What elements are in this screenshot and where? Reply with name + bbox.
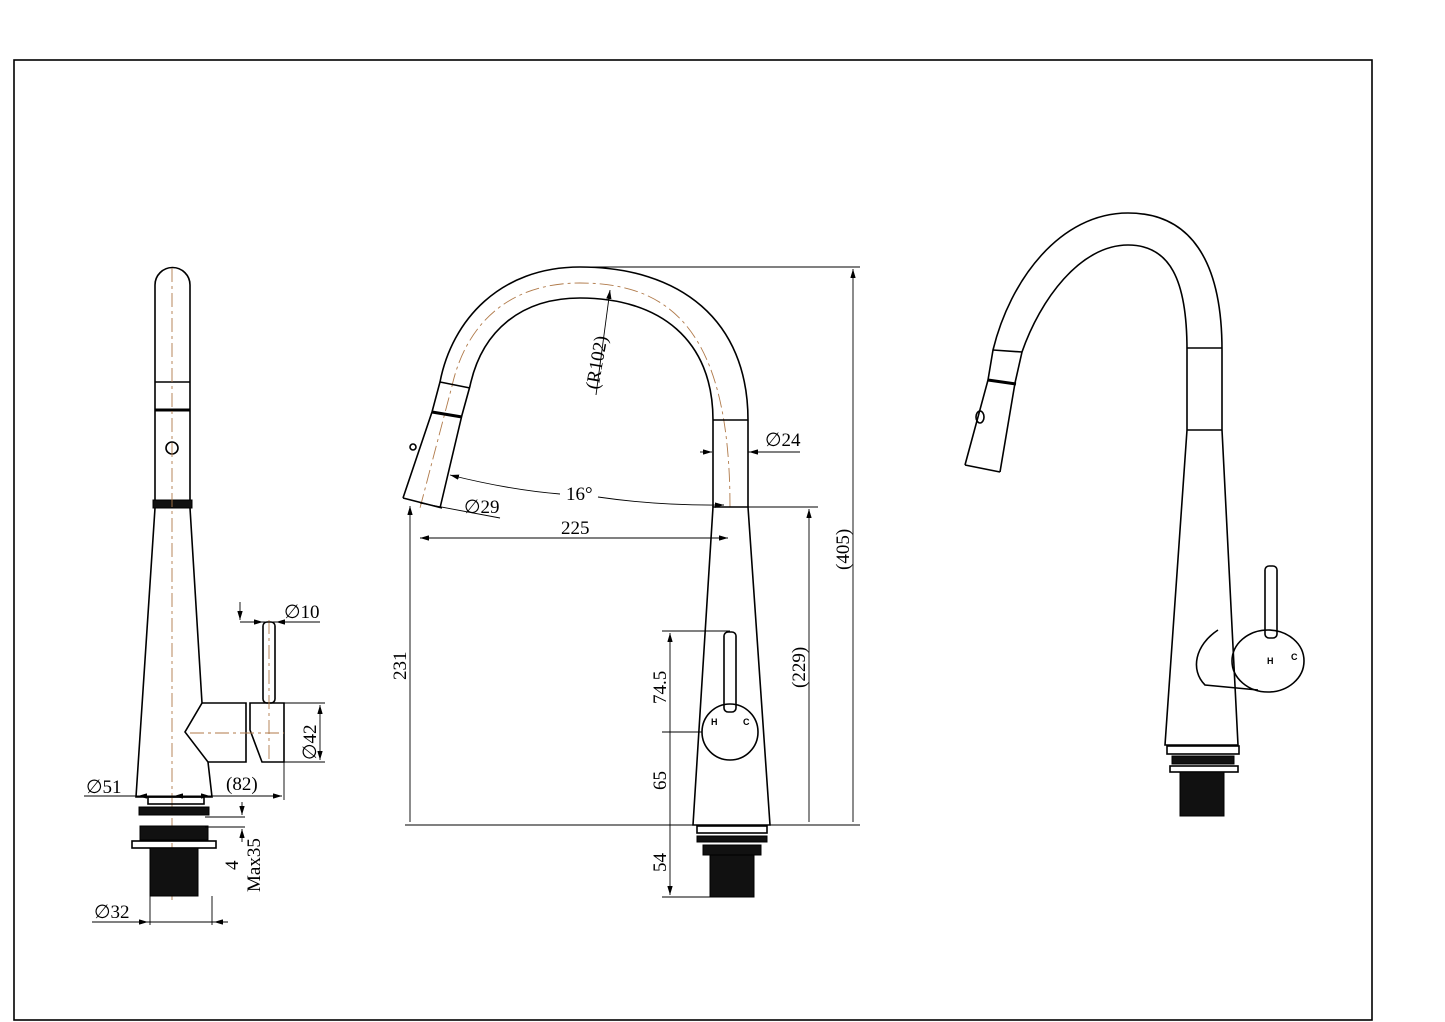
drawing-border — [13, 59, 1373, 1021]
perspective-handle — [1231, 629, 1305, 693]
max-deck-label: Max35 — [244, 838, 265, 892]
lever-diameter-label: ∅10 — [284, 602, 320, 623]
spout-diameter-label: ∅24 — [765, 430, 801, 451]
perspective-lever — [1264, 565, 1278, 639]
total-height-label: (405) — [833, 529, 854, 570]
spray-head-diameter-label: ∅29 — [464, 497, 500, 518]
side-body — [135, 507, 213, 798]
handle-diameter-label: ∅42 — [300, 724, 321, 760]
washer-thickness-label: 4 — [222, 860, 243, 870]
spout-radius-label: (R102) — [582, 334, 612, 391]
side-spout — [154, 266, 191, 505]
perspective-spout-outer — [964, 212, 1223, 466]
front-view: H C (R102) ∅24 16° ∅29 225 (405) (229) 2… — [390, 266, 860, 898]
lever-height-label: 74.5 — [650, 671, 671, 704]
front-hot-label: H — [711, 717, 718, 727]
side-view: ∅10 ∅42 (82) ∅51 4 Max35 ∅32 — [84, 266, 325, 925]
shank-length-label: 54 — [650, 853, 671, 873]
perspective-view: H C — [964, 212, 1305, 817]
nozzle-face — [152, 499, 193, 509]
handle-reach-label: (82) — [226, 774, 258, 795]
front-body — [692, 506, 771, 826]
swivel-angle-label: 16° — [566, 484, 593, 505]
perspective-cold-label: C — [1291, 652, 1298, 662]
body-height-label: (229) — [789, 647, 810, 688]
front-cold-label: C — [743, 717, 750, 727]
outlet-height-label: 231 — [390, 652, 411, 681]
perspective-spout-inner — [999, 244, 1188, 473]
front-spout-outer — [402, 266, 749, 507]
reach-label: 225 — [561, 518, 590, 539]
perspective-hot-label: H — [1267, 656, 1274, 666]
shank-diameter-label: ∅32 — [94, 902, 130, 923]
front-spout-inner — [439, 297, 714, 509]
handle-center-height-label: 65 — [650, 771, 671, 790]
front-lever — [723, 631, 737, 713]
base-diameter-label: ∅51 — [86, 777, 122, 798]
perspective-body — [1164, 429, 1239, 746]
